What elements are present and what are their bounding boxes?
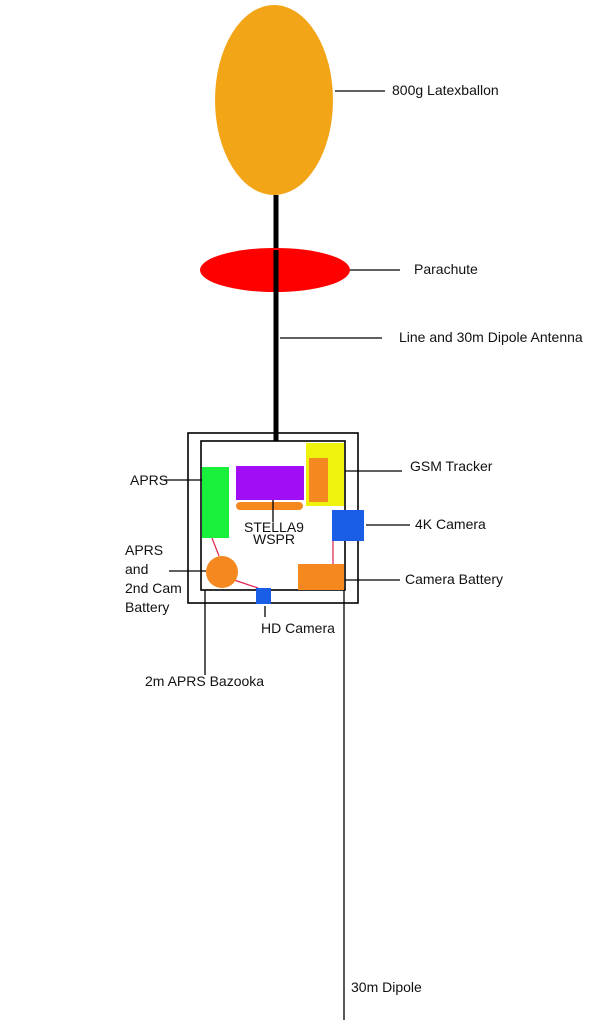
aprs-battery xyxy=(206,556,238,588)
hd-camera-label: HD Camera xyxy=(261,620,335,636)
stella-label-2: WSPR xyxy=(253,531,295,547)
balloon-label: 800g Latexballon xyxy=(392,82,499,98)
wspr-module xyxy=(236,466,304,500)
wire-aprs-battery xyxy=(211,537,220,557)
wire-battery-hdcam xyxy=(233,579,259,589)
camera-battery xyxy=(298,564,344,590)
aprs-battery-label-3: 2nd Cam xyxy=(125,580,182,596)
stella-label-1: STELLA9 xyxy=(244,519,304,535)
aprs-battery-label-2: and xyxy=(125,561,148,577)
gsm-label: GSM Tracker xyxy=(410,458,493,474)
gsm-battery xyxy=(309,458,328,502)
camera-4k-label: 4K Camera xyxy=(415,516,486,532)
bazooka-label: 2m APRS Bazooka xyxy=(145,673,264,689)
wspr-battery xyxy=(236,502,303,510)
line-label: Line and 30m Dipole Antenna xyxy=(399,329,583,345)
parachute-label: Parachute xyxy=(414,261,478,277)
dipole-label: 30m Dipole xyxy=(351,979,422,995)
aprs-battery-label-1: APRS xyxy=(125,542,163,558)
camera-battery-label: Camera Battery xyxy=(405,571,503,587)
aprs-label: APRS xyxy=(130,472,168,488)
camera-4k xyxy=(332,510,364,541)
hd-camera xyxy=(256,588,271,604)
aprs-module xyxy=(202,467,229,538)
balloon xyxy=(215,5,333,195)
aprs-battery-label-4: Battery xyxy=(125,599,169,615)
